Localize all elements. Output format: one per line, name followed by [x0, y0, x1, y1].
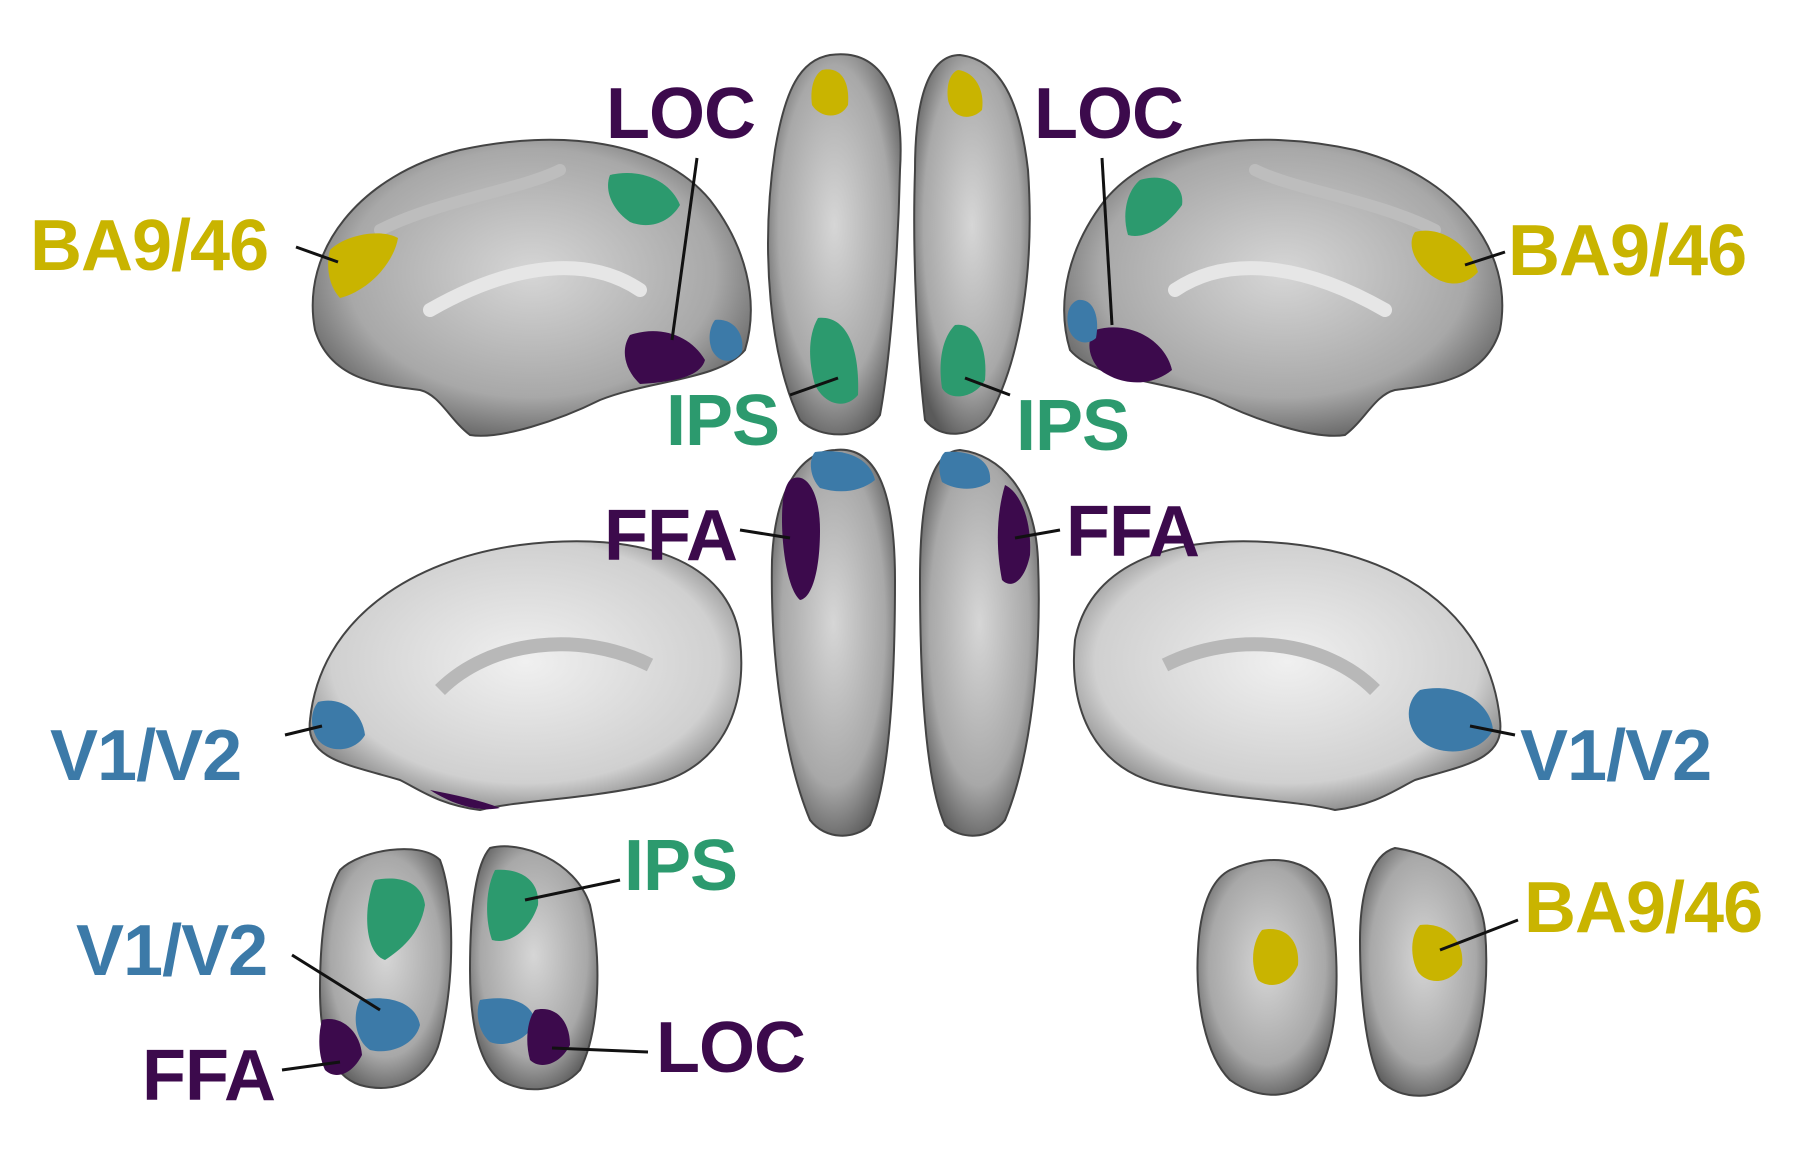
- anterior-view-pair: [1196, 846, 1488, 1097]
- leader-lines: [281, 157, 1519, 1072]
- label-loc-left: LOC: [606, 74, 756, 154]
- posterior-view-pair: [318, 845, 599, 1091]
- leader-v1v2-right: [1469, 724, 1516, 737]
- ventral-left-v1v2: [810, 451, 875, 492]
- leader-ffa-right: [1014, 528, 1061, 540]
- right-medial-v1v2: [1408, 688, 1493, 752]
- left-corpus-callosum: [435, 637, 654, 696]
- label-ffa-left: FFA: [604, 496, 738, 576]
- label-ba946-bottom: BA9/46: [1524, 868, 1763, 948]
- left-loc-region: [624, 331, 705, 384]
- right-lateral-hemisphere: [1063, 138, 1504, 437]
- leader-ips-bottom: [524, 878, 621, 902]
- left-lateral-sulcus: [423, 261, 647, 317]
- left-medial-surface: [308, 540, 743, 812]
- label-v1v2-bottom: V1/V2: [76, 911, 268, 991]
- leader-ba946-right: [1464, 250, 1506, 267]
- posterior-right-loc: [527, 1009, 570, 1065]
- ventral-right-ffa: [997, 485, 1031, 584]
- right-medial-surface: [1073, 540, 1502, 812]
- label-v1v2-left: V1/V2: [50, 716, 242, 796]
- dorsal-right-hemisphere: [913, 53, 1031, 435]
- leader-loc-left: [670, 157, 699, 341]
- right-lateral-sulcus: [1168, 261, 1392, 317]
- right-ba946-region: [1411, 230, 1478, 284]
- ventral-right-v1v2: [939, 451, 991, 489]
- dorsal-right-ba946: [947, 70, 983, 117]
- right-loc-region: [1089, 327, 1172, 383]
- label-ba946-right: BA9/46: [1508, 211, 1747, 291]
- leader-ba946-left: [295, 245, 339, 264]
- leader-ffa-left: [739, 528, 791, 540]
- label-ips-bottom: IPS: [624, 826, 738, 906]
- left-medial-v1v2: [312, 700, 365, 750]
- right-medial-hemisphere: [1073, 540, 1502, 812]
- label-v1v2-right: V1/V2: [1520, 716, 1712, 796]
- left-lateral-hemisphere: [311, 138, 752, 437]
- right-lateral-sulcus-2: [1249, 164, 1441, 236]
- dorsal-left-ba946: [811, 69, 849, 116]
- label-loc-bottom: LOC: [656, 1008, 806, 1088]
- right-corpus-callosum: [1161, 637, 1380, 696]
- posterior-right-ips: [487, 869, 539, 941]
- leader-loc-right: [1100, 157, 1114, 326]
- posterior-right-v1v2: [477, 998, 535, 1044]
- anterior-left-ba946: [1253, 929, 1299, 985]
- leader-loc-bottom: [551, 1046, 649, 1054]
- left-ba946-region: [328, 233, 398, 298]
- left-lateral-sulcus-2: [374, 164, 566, 236]
- label-ffa-bottom: FFA: [142, 1036, 276, 1116]
- label-ffa-right: FFA: [1066, 492, 1200, 572]
- left-ips-region: [608, 173, 680, 226]
- left-medial-hemisphere: [308, 540, 743, 812]
- label-loc-right: LOC: [1034, 74, 1184, 154]
- dorsal-left-hemisphere: [767, 53, 902, 436]
- right-occipital-v1: [1067, 299, 1098, 343]
- leader-v1v2-bottom: [291, 953, 381, 1012]
- leader-ba946-bottom: [1439, 918, 1519, 952]
- leader-v1v2-left: [284, 724, 323, 737]
- left-medial-ffa-edge: [430, 790, 500, 810]
- posterior-left-ffa: [319, 1019, 362, 1075]
- right-ips-region: [1125, 177, 1183, 236]
- ventral-left-ffa: [782, 477, 820, 600]
- dorsal-view-pair: [767, 53, 1031, 436]
- posterior-left-v1v2: [355, 998, 420, 1052]
- posterior-left-ips: [367, 878, 425, 960]
- leader-ffa-bottom: [281, 1060, 341, 1072]
- label-ips-top-right: IPS: [1016, 386, 1130, 466]
- anterior-right-ba946: [1412, 924, 1463, 982]
- ventral-view-pair: [770, 448, 1040, 837]
- leader-ips-top-left: [789, 376, 839, 397]
- left-occipital-v1: [709, 319, 743, 361]
- dorsal-right-ips: [940, 324, 986, 397]
- leader-ips-top-right: [964, 376, 1011, 397]
- label-ba946-left: BA9/46: [30, 206, 269, 286]
- label-ips-top-left: IPS: [666, 381, 780, 461]
